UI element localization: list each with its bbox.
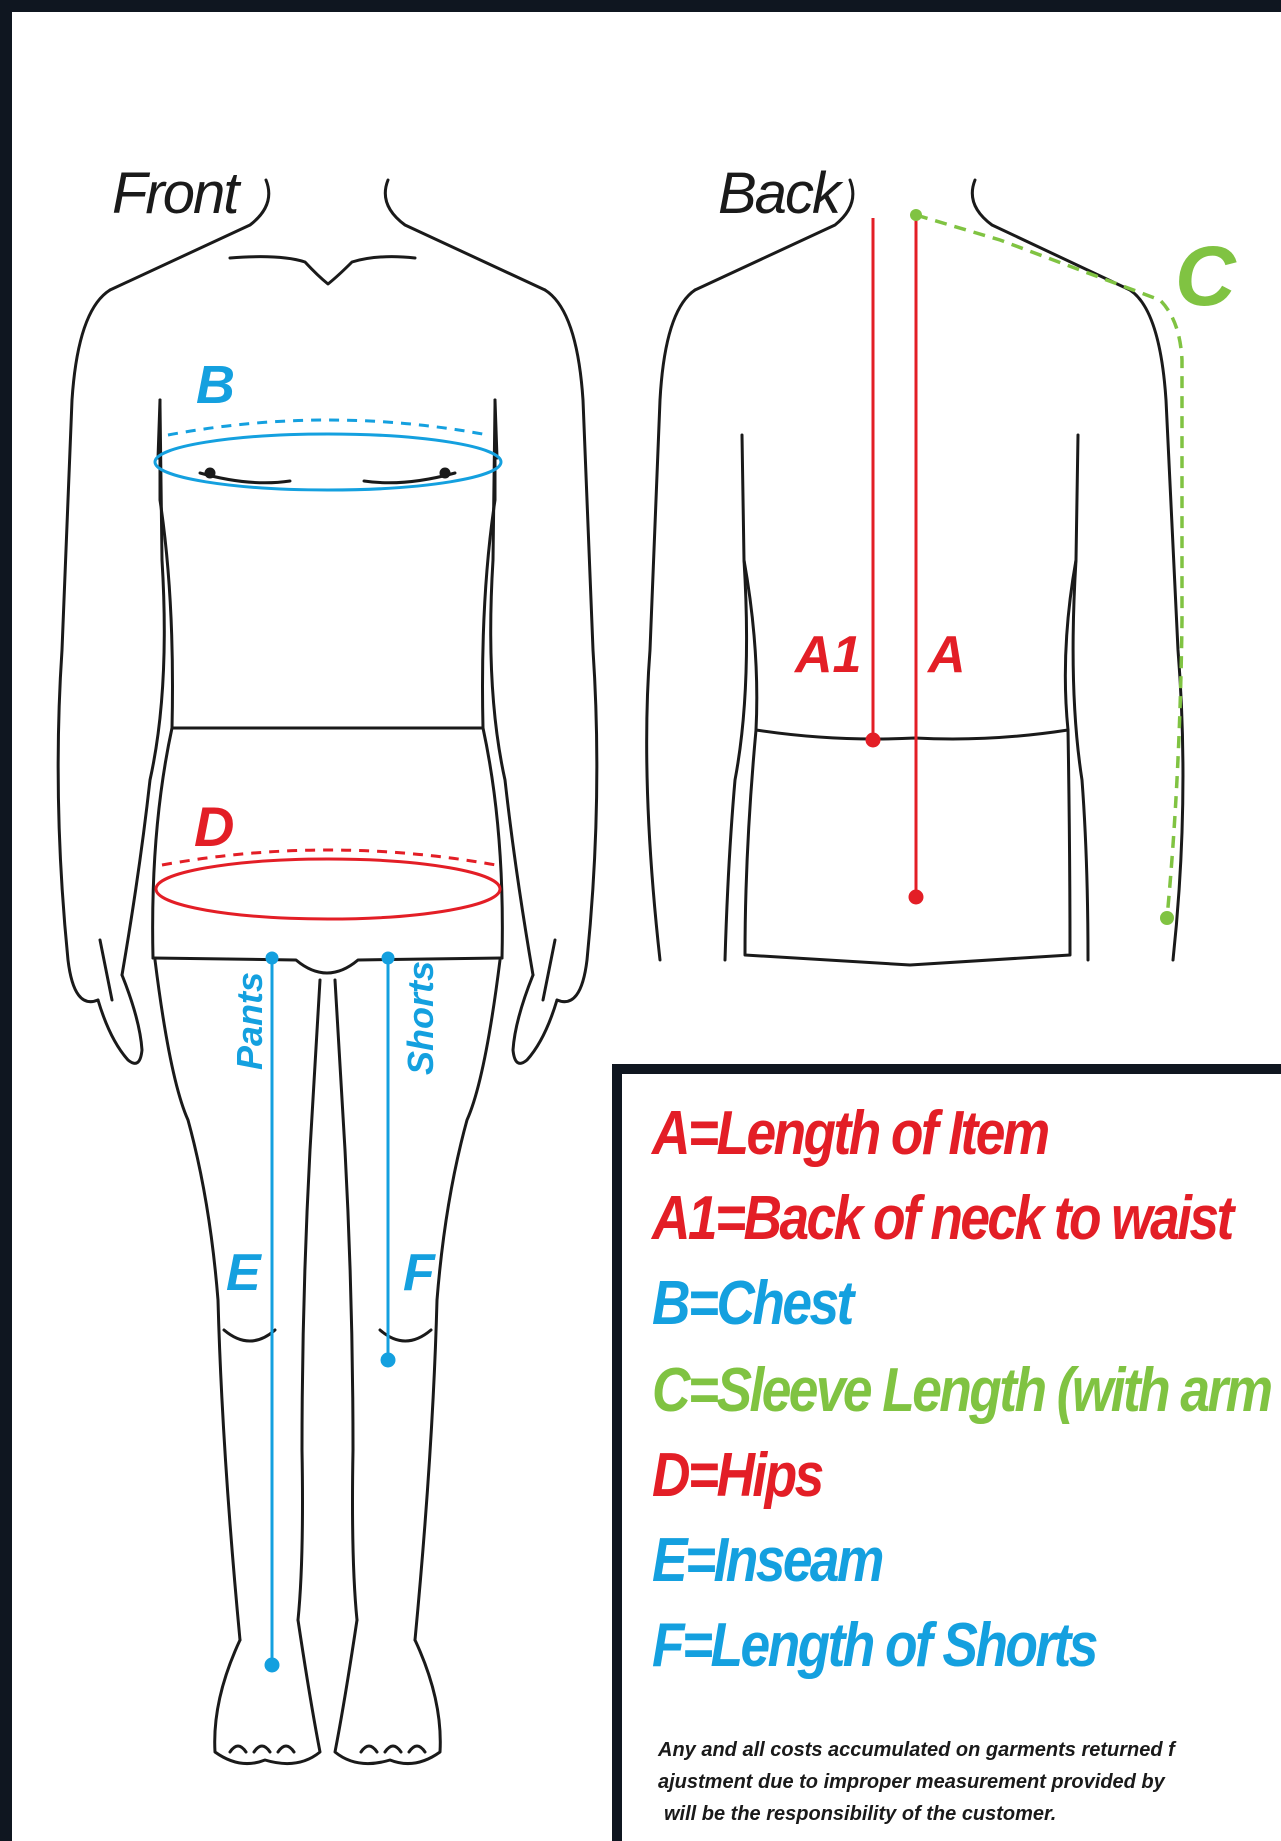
measure-a1-neck-to-waist — [866, 218, 880, 747]
disclaimer-line: will be the responsibility of the custom… — [658, 1798, 1281, 1830]
marker-d: D — [194, 795, 234, 858]
legend-item-f: F=Length of Shorts — [652, 1610, 1096, 1681]
legend-item-b: B=Chest — [652, 1268, 852, 1339]
legend-item-d: D=Hips — [652, 1440, 822, 1511]
marker-e: E — [226, 1244, 262, 1302]
marker-c: C — [1175, 229, 1237, 323]
measure-d-hips — [156, 850, 500, 919]
measure-c-sleeve — [910, 209, 1182, 925]
marker-b: B — [196, 355, 235, 415]
legend-item-c: C=Sleeve Length (with arm — [652, 1355, 1270, 1426]
marker-a: A — [926, 626, 966, 684]
marker-a1: A1 — [793, 626, 861, 684]
legend-item-e: E=Inseam — [652, 1525, 882, 1596]
front-view-label: Front — [112, 161, 242, 226]
legend-item-a: A=Length of Item — [652, 1098, 1048, 1169]
legend-item-a1: A1=Back of neck to waist — [652, 1183, 1232, 1254]
measure-a-length — [909, 215, 923, 904]
back-view-label: Back — [718, 161, 844, 226]
measure-b-chest — [155, 420, 501, 490]
front-figure — [58, 180, 597, 1764]
pants-label: Pants — [229, 972, 270, 1070]
disclaimer: Any and all costs accumulated on garment… — [658, 1734, 1281, 1830]
marker-f: F — [403, 1244, 436, 1302]
measure-f-shorts — [381, 952, 395, 1367]
shorts-label: Shorts — [400, 961, 441, 1075]
disclaimer-line: Any and all costs accumulated on garment… — [658, 1734, 1281, 1766]
disclaimer-line: ajustment due to improper measurement pr… — [658, 1766, 1281, 1798]
